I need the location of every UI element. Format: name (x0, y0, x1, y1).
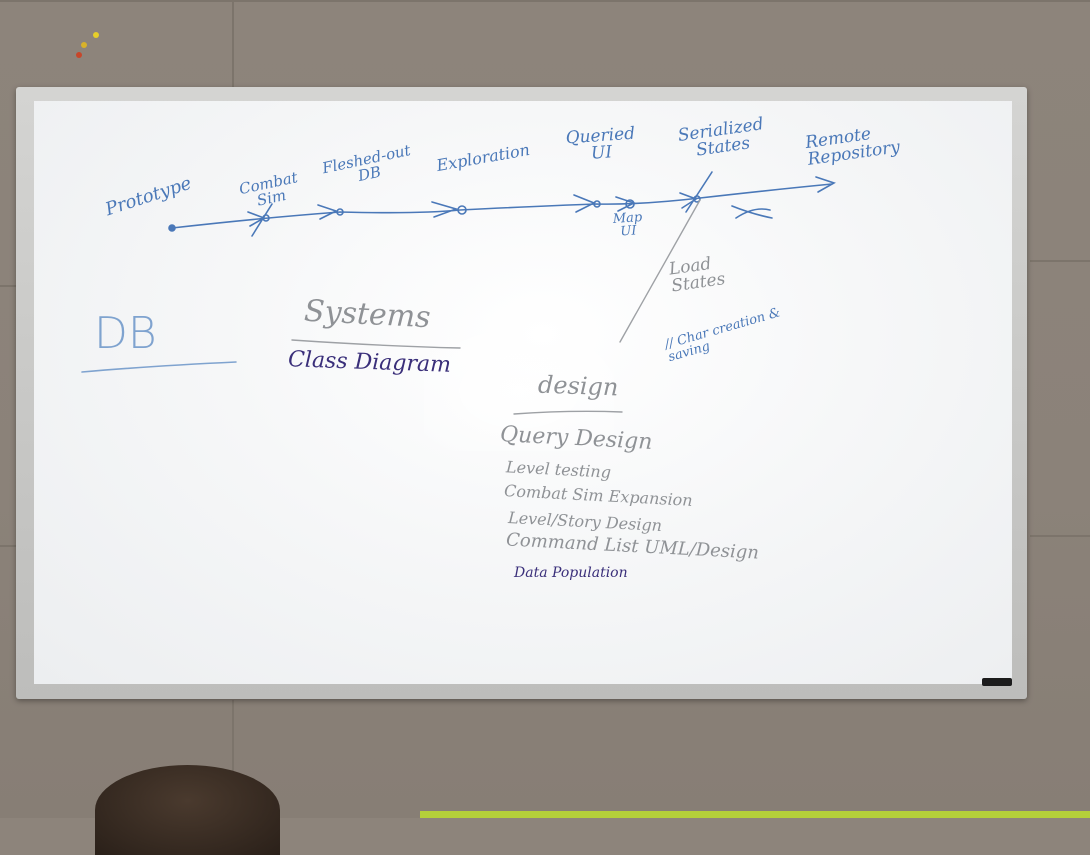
divider-line (619, 199, 701, 343)
design-list-item: Data Population (514, 565, 628, 581)
timeline-node (625, 199, 635, 209)
section-heading-systems: Systems (303, 293, 432, 336)
systems-item: Class Diagram (287, 347, 452, 378)
wall-seam (232, 0, 234, 88)
underline (81, 361, 237, 373)
pushpin-icon (81, 42, 87, 48)
tick-mark (685, 171, 713, 213)
tick-mark (251, 203, 273, 237)
timeline-node (168, 224, 176, 232)
timeline-node (593, 200, 601, 208)
arrowhead (815, 176, 836, 193)
chair-back (95, 765, 280, 855)
timeline-branch-label: Map UI (612, 210, 643, 240)
underline (291, 339, 461, 349)
wall-seam (1030, 260, 1090, 262)
arrowhead (431, 201, 459, 218)
arrowhead (317, 204, 339, 220)
wall-seam (0, 0, 1090, 2)
arrowhead (679, 192, 698, 209)
pushpin-icon (93, 32, 99, 38)
desk-edge (420, 811, 1090, 818)
wall-seam (1030, 535, 1090, 537)
light-glare (424, 331, 614, 451)
section-heading-design: design (537, 370, 619, 402)
underline (513, 410, 623, 415)
brand-label (982, 678, 1012, 686)
timeline-node (457, 205, 467, 215)
timeline-drawing (81, 171, 836, 415)
section-heading-db: DB (94, 308, 157, 359)
wall-seam (0, 545, 16, 547)
timeline-line (171, 183, 833, 229)
wall-seam (232, 700, 234, 818)
timeline-node (336, 208, 344, 216)
wall-seam (0, 285, 16, 287)
pushpin-icon (76, 52, 82, 58)
scribble-mark (731, 205, 773, 219)
whiteboard-surface (34, 101, 1012, 684)
timeline-label: Queried UI (565, 123, 636, 164)
